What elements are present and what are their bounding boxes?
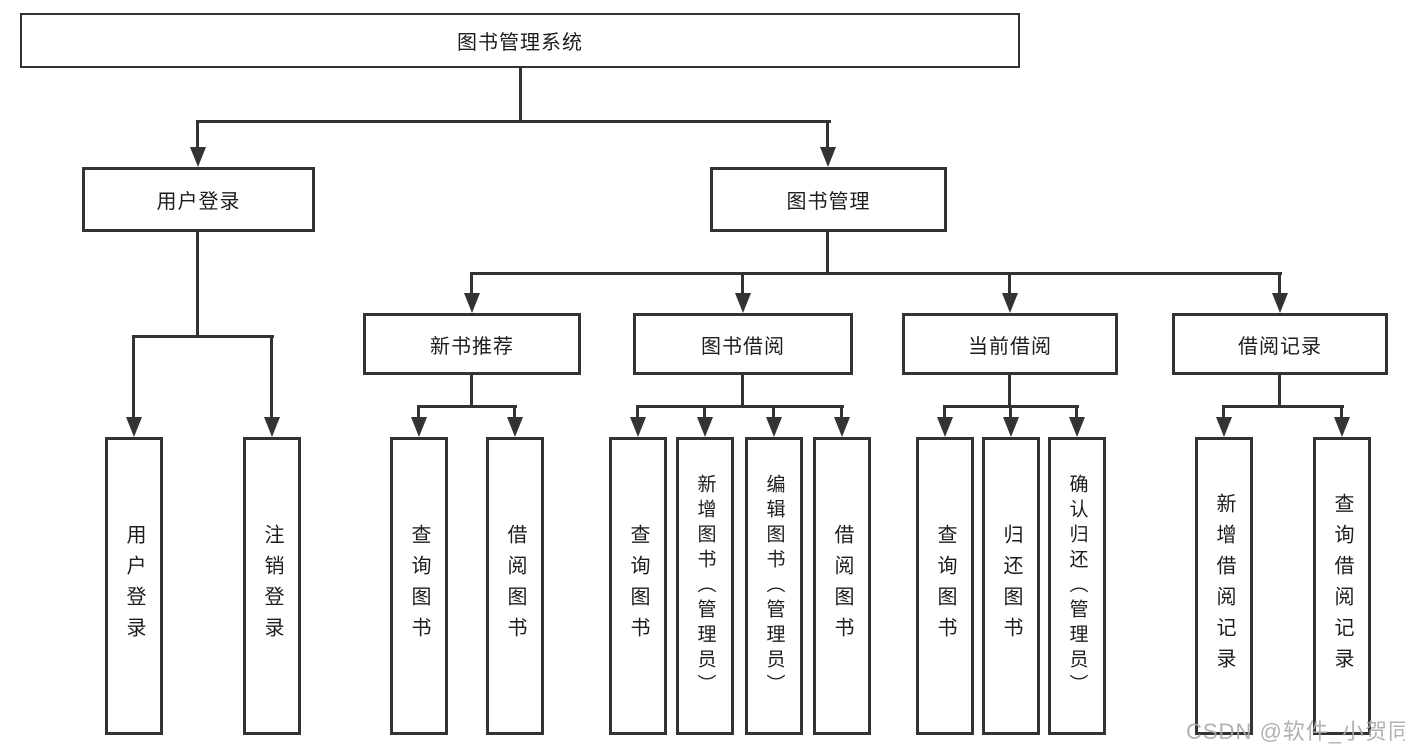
connector-line (1222, 405, 1225, 419)
connector-line (1278, 375, 1281, 407)
leaf-borrow-query-book: 查询图书 (609, 437, 667, 735)
arrow-down-icon (697, 417, 713, 437)
connector-line (196, 120, 199, 149)
arrow-down-icon (1272, 293, 1288, 313)
connector-line (826, 232, 829, 274)
connector-line (741, 272, 744, 295)
node-borrowing-records: 借阅记录 (1172, 313, 1388, 375)
leaf-label: 新增图书（管理员） (694, 473, 716, 699)
connector-line (636, 405, 639, 419)
arrow-down-icon (1002, 293, 1018, 313)
node-new-book-recommend: 新书推荐 (363, 313, 581, 375)
leaf-label: 注销登录 (261, 524, 283, 648)
connector-line (132, 335, 135, 419)
leaf-label: 确认归还（管理员） (1066, 473, 1088, 699)
leaf-records-query-record: 查询借阅记录 (1313, 437, 1371, 735)
connector-root-stem (519, 68, 522, 122)
leaf-label: 查询借阅记录 (1331, 493, 1353, 679)
connector-line (1278, 272, 1281, 295)
connector-borrow-branch (636, 405, 844, 408)
leaf-borrow-edit-book-admin: 编辑图书（管理员） (745, 437, 803, 735)
leaf-label: 借阅图书 (831, 524, 853, 648)
connector-line (772, 405, 775, 419)
connector-line (1009, 405, 1012, 419)
connector-newbook-branch (417, 405, 517, 408)
watermark: CSDN @软件_小贺同学 (1186, 719, 1405, 744)
connector-line (1340, 405, 1343, 419)
arrow-down-icon (464, 293, 480, 313)
leaf-borrow-borrow-book: 借阅图书 (813, 437, 871, 735)
leaf-label: 归还图书 (1000, 524, 1022, 648)
leaf-current-return-book: 归还图书 (982, 437, 1040, 735)
connector-line (1008, 375, 1011, 407)
arrow-down-icon (264, 417, 280, 437)
node-library-system: 图书管理系统 (20, 13, 1020, 68)
leaf-newbook-borrow-book: 借阅图书 (486, 437, 544, 735)
leaf-label: 编辑图书（管理员） (763, 473, 785, 699)
leaf-current-query-book: 查询图书 (916, 437, 974, 735)
connector-line (1008, 272, 1011, 295)
node-current-borrowing: 当前借阅 (902, 313, 1118, 375)
connector-line (741, 375, 744, 407)
arrow-down-icon (735, 293, 751, 313)
connector-line (417, 405, 420, 419)
node-book-management: 图书管理 (710, 167, 947, 232)
arrow-down-icon (126, 417, 142, 437)
leaf-borrow-add-book-admin: 新增图书（管理员） (676, 437, 734, 735)
leaf-label: 查询图书 (934, 524, 956, 648)
arrow-down-icon (834, 417, 850, 437)
leaf-current-confirm-return-admin: 确认归还（管理员） (1048, 437, 1106, 735)
arrow-down-icon (1216, 417, 1232, 437)
leaf-label: 新增借阅记录 (1213, 493, 1235, 679)
leaf-newbook-query-book: 查询图书 (390, 437, 448, 735)
connector-level3-branch (470, 272, 1282, 275)
connector-line (703, 405, 706, 419)
leaf-label: 查询图书 (627, 524, 649, 648)
connector-user-branch (132, 335, 274, 338)
leaf-records-add-record: 新增借阅记录 (1195, 437, 1253, 735)
arrow-down-icon (1334, 417, 1350, 437)
connector-line (943, 405, 946, 419)
arrow-down-icon (1003, 417, 1019, 437)
connector-line (826, 120, 829, 149)
arrow-down-icon (411, 417, 427, 437)
arrow-down-icon (937, 417, 953, 437)
arrow-down-icon (190, 147, 206, 167)
connector-line (196, 232, 199, 337)
arrow-down-icon (1069, 417, 1085, 437)
connector-level2-branch (196, 120, 831, 123)
connector-line (470, 272, 473, 295)
connector-records-branch (1222, 405, 1344, 408)
leaf-label: 用户登录 (123, 524, 145, 648)
leaf-user-login: 用户登录 (105, 437, 163, 735)
connector-line (470, 375, 473, 407)
leaf-user-logout: 注销登录 (243, 437, 301, 735)
arrow-down-icon (766, 417, 782, 437)
leaf-label: 查询图书 (408, 524, 430, 648)
connector-line (270, 335, 273, 419)
arrow-down-icon (507, 417, 523, 437)
connector-line (513, 405, 516, 419)
arrow-down-icon (630, 417, 646, 437)
leaf-label: 借阅图书 (504, 524, 526, 648)
node-user-login: 用户登录 (82, 167, 315, 232)
connector-line (1075, 405, 1078, 419)
node-book-borrowing: 图书借阅 (633, 313, 853, 375)
connector-line (840, 405, 843, 419)
arrow-down-icon (820, 147, 836, 167)
